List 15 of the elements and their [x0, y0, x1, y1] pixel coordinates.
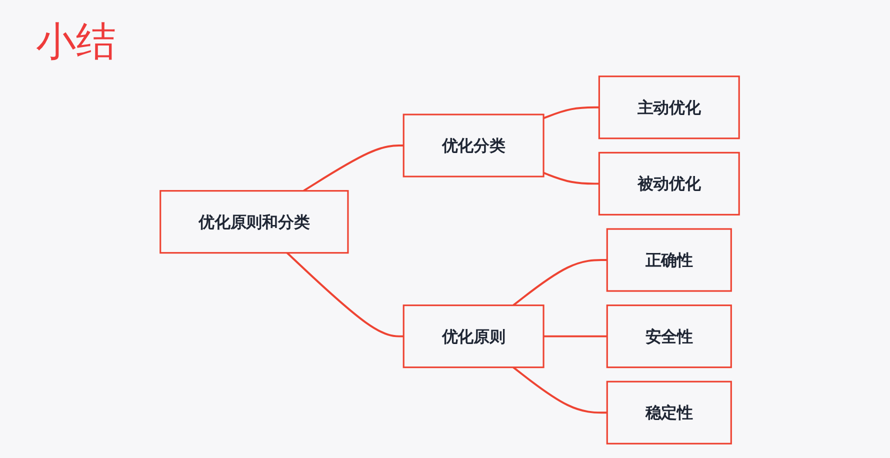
- node-box: 安全性: [606, 304, 732, 368]
- connector: [512, 259, 608, 306]
- node-box: 主动优化: [598, 76, 740, 140]
- node-box: 稳定性: [606, 380, 732, 444]
- title: 小结: [36, 18, 116, 67]
- node-box: 优化原则和分类: [160, 190, 350, 254]
- connector: [286, 252, 404, 338]
- connector: [512, 366, 608, 414]
- node-box: 优化分类: [403, 114, 545, 178]
- node-box: 正确性: [606, 228, 732, 292]
- connector: [543, 172, 600, 185]
- connector: [303, 144, 404, 192]
- node-box: 优化原则: [403, 304, 545, 368]
- connector: [543, 106, 600, 120]
- connector: [544, 335, 608, 338]
